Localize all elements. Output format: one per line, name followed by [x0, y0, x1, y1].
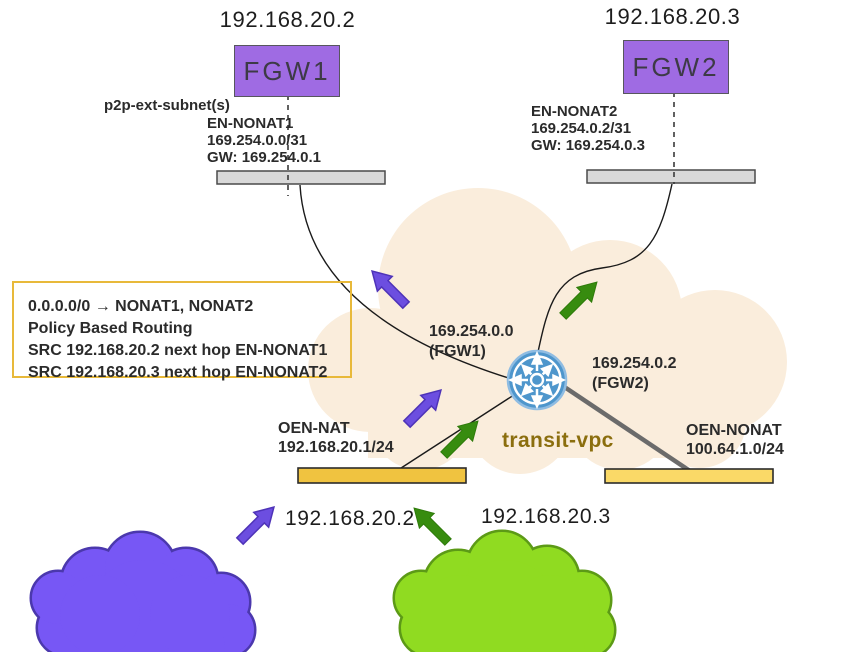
- fgw2-public-ip-label: 192.168.20.3: [604, 4, 741, 29]
- link-router-to-oennonat: [558, 382, 692, 473]
- purple-flow-arrow-middle: [402, 389, 442, 429]
- green-flow-arrow-upper: [559, 281, 598, 320]
- fgw1-public-ip-label: 192.168.20.2: [219, 7, 356, 32]
- routing-rule-pbr: Policy Based Routing: [28, 320, 193, 337]
- en-nonat1-name: EN-NONAT1: [207, 115, 294, 132]
- ennonat1-subnet-bar: [216, 170, 386, 185]
- link-ennonat2-to-router: [537, 183, 673, 353]
- oen-nat-name: OEN-NAT: [278, 420, 350, 437]
- router-right-fw: (FGW2): [592, 375, 649, 392]
- p2p-ext-subnet-label: p2p-ext-subnet(s): [104, 97, 230, 114]
- en-nonat1-label: EN-NONAT1 169.254.0.0/31 GW: 169.254.0.1: [207, 115, 321, 166]
- purple-flow-arrow-bottom: [235, 506, 275, 546]
- en-nonat2-label: EN-NONAT2 169.254.0.2/31 GW: 169.254.0.3: [531, 103, 645, 154]
- router-left-fw: (FGW1): [429, 343, 486, 360]
- oen-nonat-name: OEN-NONAT: [686, 422, 782, 439]
- oen-nonat-label: OEN-NONAT 100.64.1.0/24: [686, 421, 784, 459]
- ennonat2-subnet-bar: [586, 169, 756, 184]
- routing-table-box: 0.0.0.0/0 → NONAT1, NONAT2 Policy Based …: [12, 281, 352, 381]
- source-right-ip-label: 192.168.20.3: [481, 505, 611, 528]
- router-right-ip: 169.254.0.2: [592, 355, 677, 372]
- green-flow-arrow-bottom: [413, 507, 452, 546]
- transit-vpc-label: transit-vpc: [502, 429, 614, 452]
- green-flow-arrow-middle: [440, 420, 479, 459]
- fgw1-label: FGW1: [243, 55, 331, 86]
- en-nonat2-cidr: 169.254.0.2/31: [531, 120, 632, 137]
- link-ennonat1-to-router: [299, 184, 533, 386]
- routing-rule-default: 0.0.0.0/0 → NONAT1, NONAT2: [28, 298, 254, 315]
- en-nonat1-gw: GW: 169.254.0.1: [207, 149, 321, 166]
- routing-rule-src2: SRC 192.168.20.3 next hop EN-NONAT2: [28, 364, 328, 381]
- router-right-interface-label: 169.254.0.2 (FGW2): [592, 354, 677, 394]
- fgw1-node: FGW1: [234, 45, 340, 97]
- en-nonat2-gw: GW: 169.254.0.3: [531, 137, 645, 154]
- oen-nat-cidr: 192.168.20.1/24: [278, 439, 394, 456]
- oen-nat-label: OEN-NAT 192.168.20.1/24: [278, 419, 394, 457]
- oennat-subnet-bar: [297, 467, 467, 484]
- router-icon: [506, 349, 568, 411]
- oen-nonat-cidr: 100.64.1.0/24: [686, 441, 784, 458]
- source-left-ip-label: 192.168.20.2: [285, 507, 415, 530]
- purple-source-cloud: [29, 530, 257, 652]
- router-left-interface-label: 169.254.0.0 (FGW1): [429, 322, 514, 362]
- green-source-cloud: [392, 529, 617, 652]
- en-nonat2-name: EN-NONAT2: [531, 103, 618, 120]
- oennonat-subnet-bar: [604, 468, 774, 484]
- en-nonat1-cidr: 169.254.0.0/31: [207, 132, 308, 149]
- routing-rule-src1: SRC 192.168.20.2 next hop EN-NONAT1: [28, 342, 328, 359]
- fgw2-node: FGW2: [623, 40, 729, 94]
- fgw2-label: FGW2: [632, 51, 720, 82]
- purple-flow-arrow-upper: [371, 270, 411, 310]
- router-left-ip: 169.254.0.0: [429, 323, 514, 340]
